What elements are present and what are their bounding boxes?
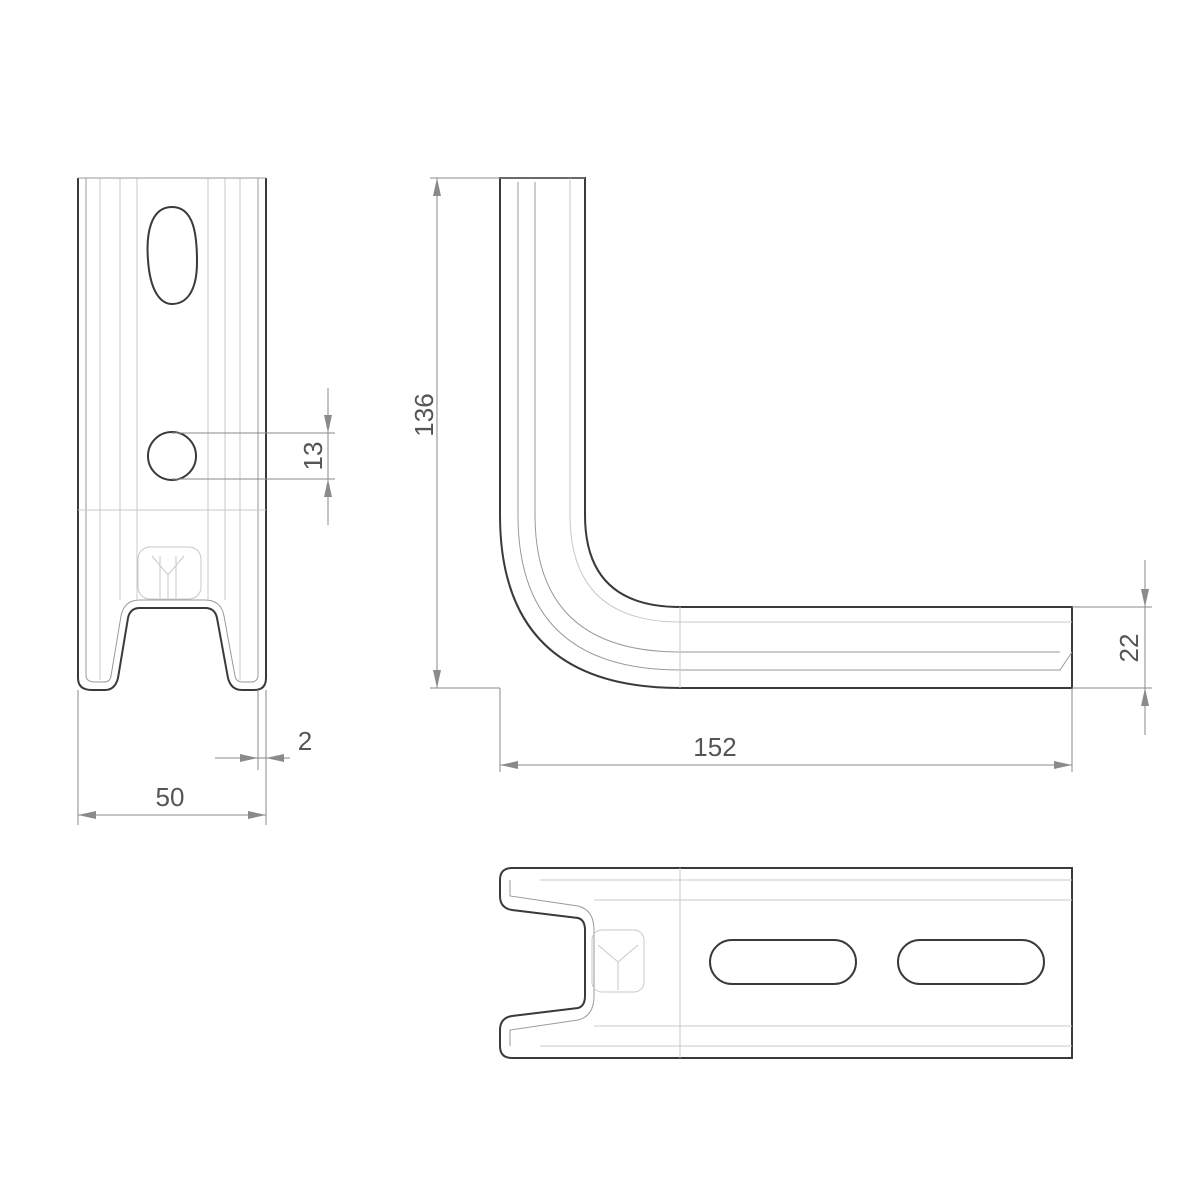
dimension-label: 13	[298, 442, 328, 471]
slot	[897, 939, 1045, 985]
side-view	[499, 177, 1073, 689]
round-hole	[147, 431, 197, 481]
dimension-label: 22	[1114, 634, 1144, 663]
dimension-label: 136	[409, 393, 439, 436]
logo-mark	[591, 929, 645, 993]
top-view	[499, 867, 1073, 1059]
slot	[709, 939, 857, 985]
dimension-13: 13	[172, 388, 335, 525]
dimension-label: 2	[298, 726, 312, 756]
dimension-50: 50	[77, 690, 266, 825]
dimension-label: 152	[693, 732, 736, 762]
dimension-2: 2	[215, 690, 312, 825]
slotted-hole	[146, 205, 199, 306]
dimension-label: 50	[156, 782, 185, 812]
dimension-152: 152	[499, 688, 1073, 772]
front-view	[77, 177, 267, 691]
dimension-136: 136	[409, 177, 500, 689]
dimension-22: 22	[1072, 560, 1152, 735]
logo-mark	[137, 546, 202, 600]
